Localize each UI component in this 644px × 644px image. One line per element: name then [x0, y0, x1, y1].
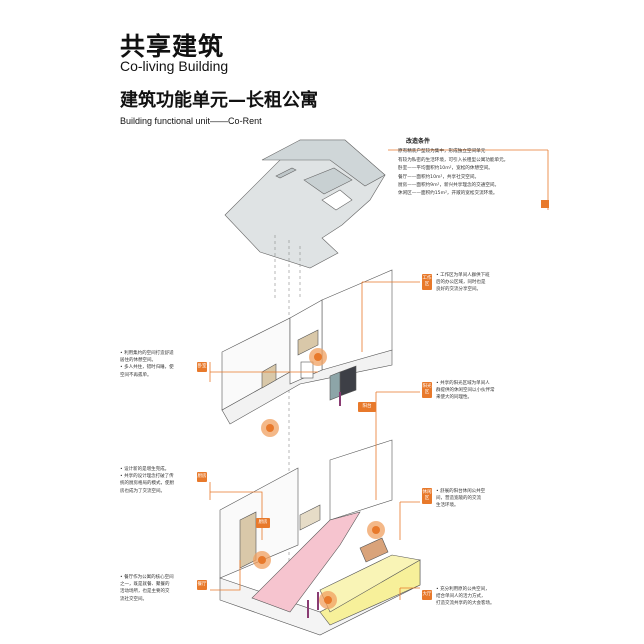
upper-closet [261, 363, 277, 389]
note-lounge: • 舒展的阳台休闲公共空 间，营造宽敞的的交流 生活环境。 [436, 488, 485, 510]
note-line: 群提供的休闲空间以小伙伴常 [436, 388, 495, 394]
glow-markers [253, 348, 385, 609]
note-line: 流社交空间。 [120, 596, 147, 602]
note-hall: • 充分利用原的公共空间， 结合单间人的活力方式， 打造交流共享的的大会客场。 [436, 586, 495, 608]
note-work: • 工作区为单间人群供下班 后的办公区域，同时也是 良好的交流分享空间。 [436, 272, 490, 294]
conditions-line: 有较为私密的生活环境，可引入长租型公寓功能单元。 [398, 157, 509, 163]
conditions-title: 改造条件 [406, 138, 431, 145]
note-bedroom: • 利用集约的空间打造舒适 居住的休憩空间。 • 多人共住，错时归睡，使 空间不… [120, 350, 174, 379]
lower-side-wall [329, 439, 393, 521]
tag-dining: 餐厅 [197, 580, 207, 590]
note-line: 居住的休憩空间。 [120, 358, 156, 364]
tag-hall: 大厅 [422, 590, 432, 600]
note-line: 活动场所，也是主要的交 [120, 589, 170, 595]
tag-lounge: 休闲区 [422, 488, 432, 504]
tag-kitchen: 厨房 [197, 472, 207, 482]
note-line: • 设计新的是增生完成。 [120, 467, 170, 472]
glow-marker [266, 424, 274, 432]
note-line: 间，营造宽敞的的交流 [436, 496, 481, 502]
note-kitchen: • 设计新的是增生完成。 • 共享的设计理念打破了传 统的厨房格局的模式，使厨 … [120, 466, 174, 495]
lower-counter [299, 504, 321, 531]
page-subtitle-en: Building functional unit——Co-Rent [120, 116, 262, 126]
note-line: • 多人共住，错时归睡，使 [120, 365, 174, 371]
lower-floor [219, 392, 421, 636]
note-line: 统的厨房格局的模式，使厨 [120, 481, 174, 487]
tag-bedroom: 卧室 [197, 362, 207, 372]
tag-kitchen-lower: 厨房 [256, 518, 270, 528]
conditions-accent-bar [541, 200, 549, 208]
note-line: • 共享的阳光区域为单间人 [436, 381, 490, 386]
note-line: 来使大的同理性。 [436, 395, 472, 401]
note-line: • 共享的设计理念打破了传 [120, 474, 174, 480]
conditions-line: 厨房——面积约9m²，新兴共享理念的交通空间。 [398, 183, 500, 189]
note-line: 打造交流共享的的大会客场。 [436, 601, 495, 607]
note-terrace: • 共享的阳光区域为单间人 群提供的休闲空间以小伙伴常 来使大的同理性。 [436, 380, 495, 402]
conditions-line: 休闲区——面积约15m²，开敞的宽松交流环境。 [398, 191, 498, 197]
note-line: • 餐厅作为公寓的核心空间 [120, 575, 174, 580]
upper-window [300, 361, 314, 379]
note-line: 空间不再孤单。 [120, 372, 152, 378]
note-line: 生活环境。 [436, 503, 459, 509]
upper-floor [221, 269, 393, 425]
tag-work: 工作区 [422, 274, 432, 290]
upper-desk [297, 329, 319, 356]
conditions-line: 卧室——平均面积约10m²，宽松的休憩空间。 [398, 166, 493, 172]
pink-zone [251, 511, 361, 613]
upper-cabinet-light [329, 371, 341, 401]
glow-marker [314, 353, 322, 361]
note-line: 结合单间人的活力方式， [436, 594, 486, 600]
note-dining: • 餐厅作为公寓的核心空间 之一，既是就餐、聚餐的 活动场所，也是主要的交 流社… [120, 574, 174, 603]
page-title: 共享建筑 [120, 32, 225, 61]
glow-marker [258, 556, 266, 564]
tag-terrace: 阳光区 [422, 382, 432, 398]
glow-marker [324, 596, 332, 604]
conditions-panel: 改造条件 原有精装户型较为集中，形成独立空间单元 有较为私密的生活环境，可引入长… [398, 138, 548, 199]
note-line: 房也成为了交流空间。 [120, 488, 165, 494]
conditions-line: 原有精装户型较为集中，形成独立空间单元 [398, 149, 486, 155]
note-line: 之一，既是就餐、聚餐的 [120, 582, 170, 588]
note-line: 后的办公区域，同时也是 [436, 280, 486, 286]
roof-ridge [261, 139, 386, 187]
note-line: 良好的交流分享空间。 [436, 287, 481, 293]
page-subtitle: 建筑功能单元—长租公寓 [120, 90, 318, 111]
note-line: • 利用集约的空间打造舒适 [120, 351, 174, 356]
roof-layer [224, 139, 386, 269]
roof-skylight [275, 167, 297, 179]
lounge-sofa [359, 537, 389, 563]
note-line: • 工作区为单间人群供下班 [436, 273, 490, 278]
note-line: • 充分利用原的公共空间， [436, 587, 490, 592]
roof-skylight-2 [303, 167, 353, 195]
glow-marker [372, 526, 380, 534]
roof-gap [321, 189, 353, 211]
tag-balcony: 阳台 [358, 402, 376, 412]
conditions-line: 餐厅——面积约10m²，共享社交空间。 [398, 174, 480, 180]
page-title-en: Co-living Building [120, 58, 229, 74]
note-line: • 舒展的阳台休闲公共空 [436, 489, 486, 494]
